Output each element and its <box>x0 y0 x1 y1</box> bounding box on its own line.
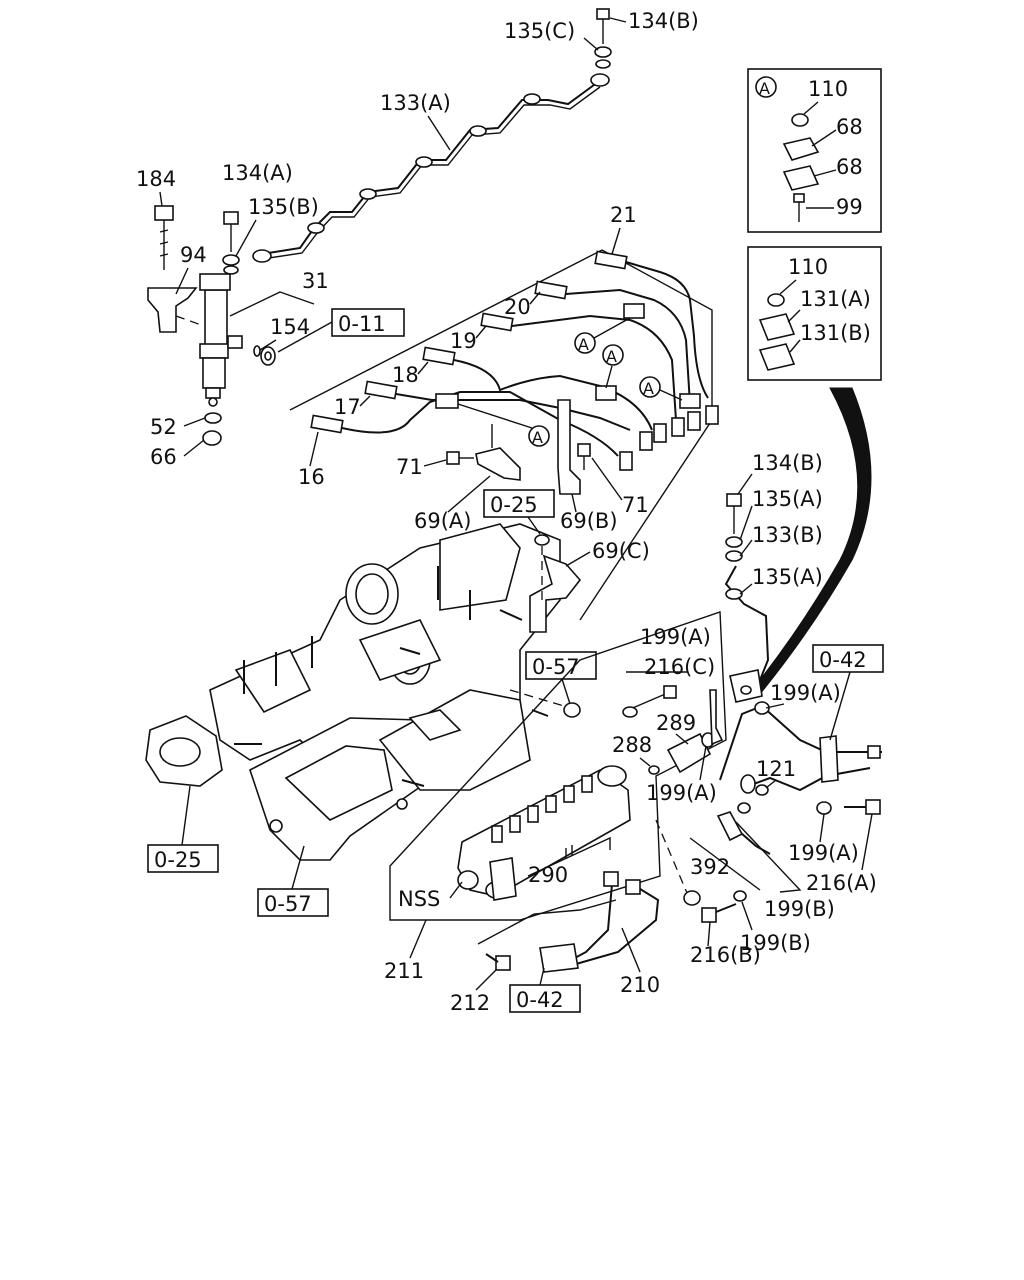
label-71b: 71 <box>622 493 649 517</box>
label-134b-r: 134(B) <box>752 451 823 475</box>
label-199b-2: 199(B) <box>740 931 811 955</box>
circle-marker-a3: A <box>639 376 683 401</box>
label-131a: 131(A) <box>800 287 871 311</box>
label-199a-4: 199(A) <box>788 841 859 865</box>
bracket-69b <box>557 399 591 495</box>
injection-pipes <box>289 249 719 621</box>
label-288: 288 <box>612 733 652 757</box>
ref-box-0-25a <box>483 489 555 518</box>
label-20: 20 <box>504 295 531 319</box>
label-31: 31 <box>302 269 329 293</box>
label-216c: 216(C) <box>644 655 715 679</box>
label-69b: 69(B) <box>560 509 618 533</box>
inset-clamp-131 <box>747 246 882 381</box>
label-inset2-110: 110 <box>788 255 828 279</box>
ref-0-57a: 0-57 <box>532 655 580 679</box>
svg-text:A: A <box>606 347 617 366</box>
label-210: 210 <box>620 973 660 997</box>
label-290: 290 <box>528 863 568 887</box>
label-135a-r: 135(A) <box>752 487 823 511</box>
label-135c: 135(C) <box>504 19 575 43</box>
label-289: 289 <box>656 711 696 735</box>
circle-marker-a2: A <box>602 344 624 389</box>
svg-text:A: A <box>643 379 654 398</box>
label-211: 211 <box>384 959 424 983</box>
ref-box-0-57b <box>257 888 329 917</box>
label-135b: 135(B) <box>248 195 319 219</box>
ref-0-25a: 0-25 <box>490 493 538 517</box>
leak-off-pipe-assembly <box>252 8 612 263</box>
label-71a: 71 <box>396 455 423 479</box>
svg-text:A: A <box>578 335 589 354</box>
ref-0-11: 0-11 <box>338 312 386 336</box>
label-212: 212 <box>450 991 490 1015</box>
ref-box-0-25b <box>147 844 219 873</box>
label-199b-1: 199(B) <box>764 897 835 921</box>
inset-a-circle-letter: A <box>759 79 770 98</box>
label-199a-3: 199(A) <box>770 681 841 705</box>
label-392: 392 <box>690 855 730 879</box>
label-134a: 134(A) <box>222 161 293 185</box>
label-66: 66 <box>150 445 177 469</box>
label-inset-99: 99 <box>836 195 863 219</box>
label-16: 16 <box>298 465 325 489</box>
ref-box-0-42a <box>812 644 884 673</box>
label-133b: 133(B) <box>752 523 823 547</box>
circle-marker-a4: A <box>457 403 550 447</box>
common-rail-assembly <box>457 765 631 901</box>
label-216b: 216(B) <box>690 943 761 967</box>
label-21: 21 <box>610 203 637 227</box>
bracket-69a <box>446 424 521 481</box>
label-134b-top: 134(B) <box>628 9 699 33</box>
svg-text:A: A <box>532 428 543 447</box>
ref-0-42a: 0-42 <box>819 648 867 672</box>
label-199a-1: 199(A) <box>640 625 711 649</box>
label-184: 184 <box>136 167 176 191</box>
label-19: 19 <box>450 329 477 353</box>
label-inset-68b: 68 <box>836 155 863 179</box>
label-69c: 69(C) <box>592 539 650 563</box>
label-135a-r2: 135(A) <box>752 565 823 589</box>
ref-box-0-57a <box>525 651 597 680</box>
pressure-limiter <box>648 689 724 775</box>
ref-0-25b: 0-25 <box>154 848 202 872</box>
label-nss: NSS <box>398 887 440 911</box>
return-pipe-133b <box>724 493 770 703</box>
injector-assembly <box>147 205 276 446</box>
circle-marker-a1: A <box>574 317 631 354</box>
bracket-69c <box>529 534 582 633</box>
label-199a-2: 199(A) <box>646 781 717 805</box>
label-inset-68a: 68 <box>836 115 863 139</box>
label-52: 52 <box>150 415 177 439</box>
label-69a: 69(A) <box>414 509 471 533</box>
label-133a: 133(A) <box>380 91 451 115</box>
label-17: 17 <box>334 395 361 419</box>
label-131b: 131(B) <box>800 321 871 345</box>
ref-0-57b: 0-57 <box>264 892 312 916</box>
label-94: 94 <box>180 243 207 267</box>
intake-manifold-assembly <box>145 523 561 861</box>
ref-0-42b: 0-42 <box>516 988 564 1012</box>
label-18: 18 <box>392 363 419 387</box>
label-154: 154 <box>270 315 310 339</box>
label-inset-110: 110 <box>808 77 848 101</box>
label-216a: 216(A) <box>806 871 877 895</box>
ref-box-0-42b <box>509 984 581 1013</box>
label-121: 121 <box>756 757 796 781</box>
fuel-pipe-210 <box>477 871 660 973</box>
inset-clamp-a <box>747 68 882 233</box>
